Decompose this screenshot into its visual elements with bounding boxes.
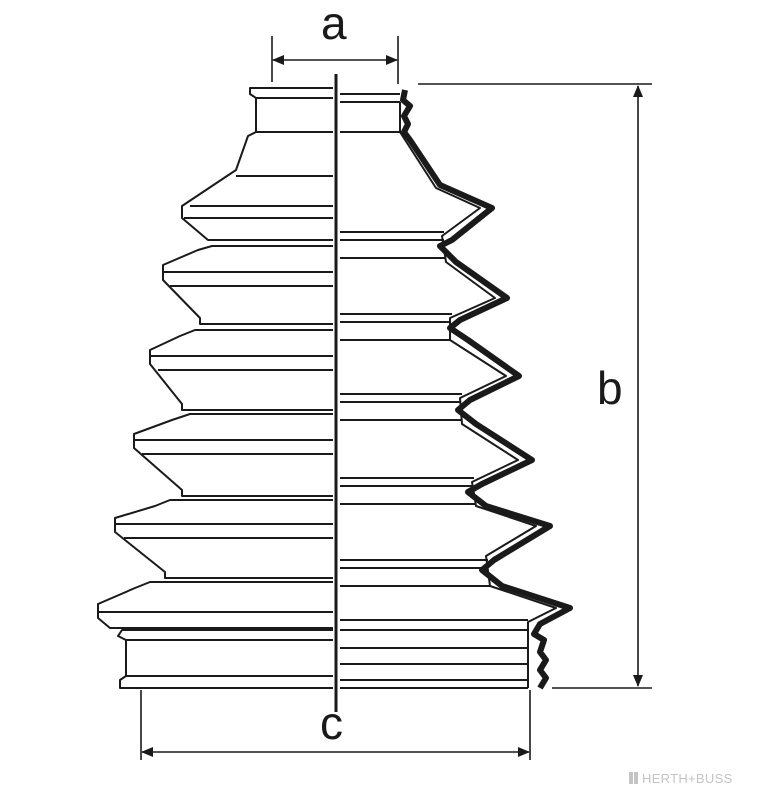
dimension-c-label: c: [320, 697, 343, 749]
boot-section-right: [340, 89, 573, 690]
section-wall-inner: [399, 102, 557, 688]
brand-watermark: HERTH+BUSS: [642, 771, 733, 786]
dimension-b-label: b: [597, 362, 623, 414]
dimension-a: [271, 36, 399, 84]
top-collar: [181, 87, 333, 241]
section-lines: [340, 93, 528, 689]
boot-exterior-left: [97, 87, 333, 689]
dimension-c: [140, 690, 531, 760]
herth-buss-logo-icon: [629, 772, 638, 784]
bellow-ring-5: [97, 581, 333, 629]
dimension-a-label: a: [321, 0, 347, 49]
bottom-collar: [117, 629, 333, 689]
section-wall-outer: [400, 89, 573, 690]
dimension-b: [418, 83, 652, 689]
